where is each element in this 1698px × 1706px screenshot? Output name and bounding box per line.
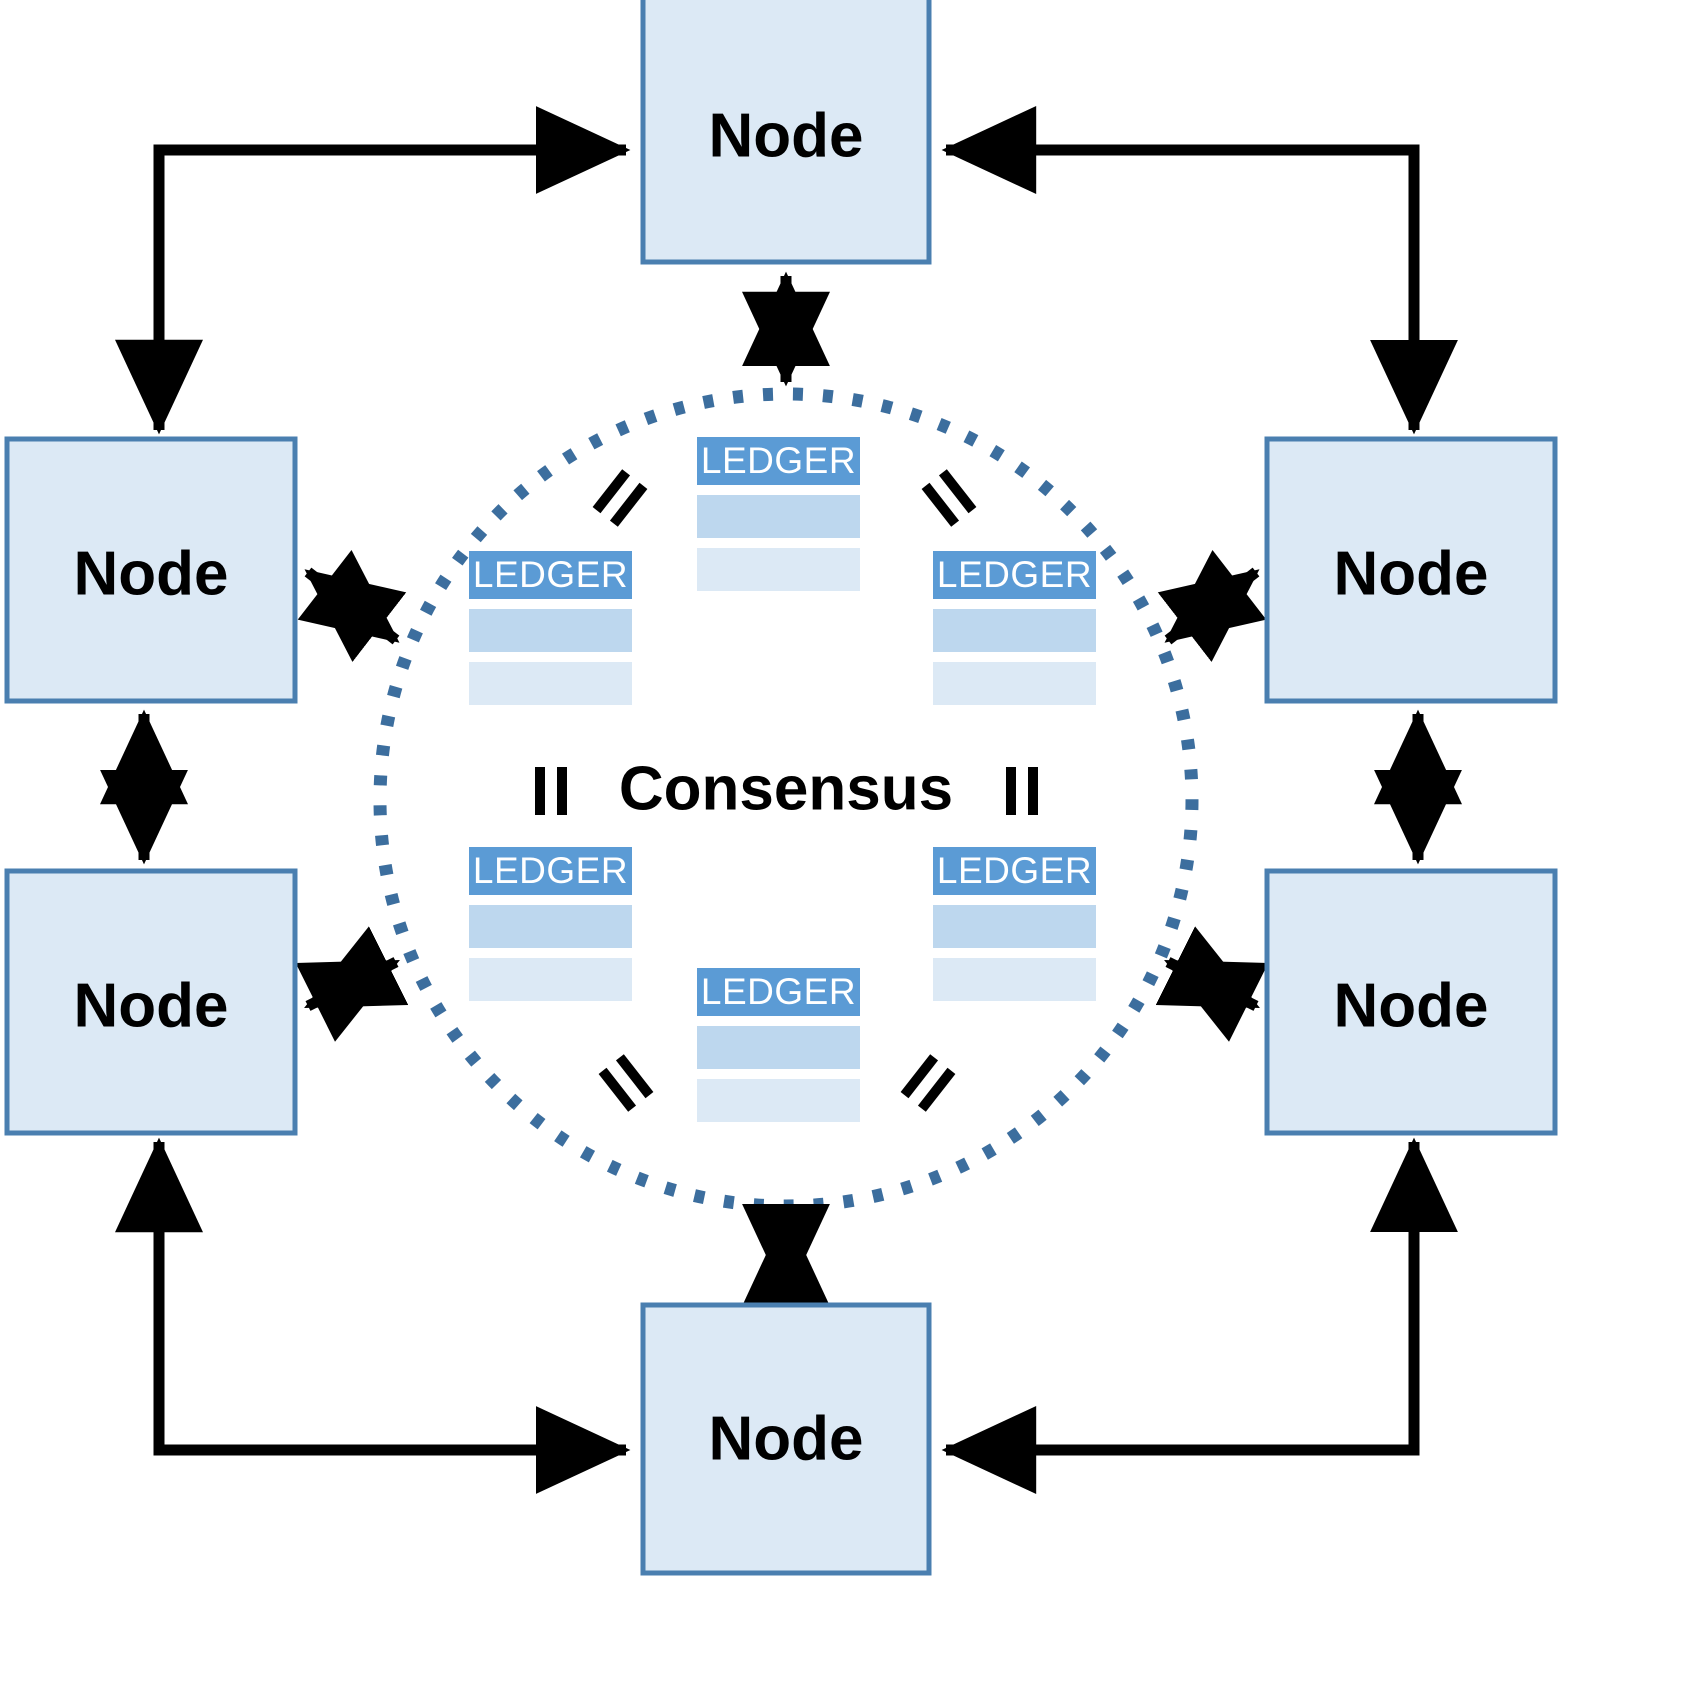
- connector-top-to-left-upper-elbow: [115, 106, 631, 435]
- consensus-label: Consensus: [619, 754, 953, 823]
- ledger-lower-left-row-1: [469, 905, 632, 948]
- equals-mid-right-icon: [1006, 767, 1038, 815]
- node-right-lower[interactable]: Node: [1264, 868, 1558, 1136]
- connector-top-to-right-upper-elbow: [941, 106, 1458, 435]
- ledger-top-header: [697, 437, 860, 485]
- ledger-lower-right-header: [933, 847, 1096, 895]
- connector-center-to-left-upper: [297, 550, 407, 662]
- node-right-upper-label: Node: [1334, 539, 1489, 608]
- ledger-upper-left-label: LEDGER: [473, 554, 628, 595]
- node-right-upper-box[interactable]: [1264, 436, 1558, 704]
- node-left-upper-label: Node: [74, 539, 229, 608]
- ledger-upper-right[interactable]: LEDGER: [933, 551, 1096, 705]
- ledger-lower-left[interactable]: LEDGER: [469, 847, 632, 1001]
- node-bottom-box[interactable]: [640, 1302, 932, 1576]
- node-left-upper[interactable]: Node: [4, 436, 298, 704]
- node-left-upper-box[interactable]: [4, 436, 298, 704]
- ledger-upper-left-row-1: [469, 609, 632, 652]
- ledger-lower-left-header: [469, 847, 632, 895]
- ledger-lower-right-label: LEDGER: [937, 850, 1092, 891]
- ledger-lower-right-row-2: [933, 958, 1096, 1001]
- ledger-upper-right-row-2: [933, 662, 1096, 705]
- ledger-top-row-2: [697, 548, 860, 591]
- ledger-bottom-row-1: [697, 1026, 860, 1069]
- equals-mid-left-icon: [535, 767, 567, 815]
- ledger-upper-left[interactable]: LEDGER: [469, 551, 632, 705]
- ledger-lower-left-label: LEDGER: [473, 850, 628, 891]
- ledger-top[interactable]: LEDGER: [697, 437, 860, 591]
- ledger-upper-left-header: [469, 551, 632, 599]
- node-right-lower-box[interactable]: [1264, 868, 1558, 1136]
- ledger-bottom-row-2: [697, 1079, 860, 1122]
- node-bottom-label: Node: [709, 1404, 864, 1473]
- node-bottom[interactable]: Node: [640, 1302, 932, 1576]
- ledger-lower-right-row-1: [933, 905, 1096, 948]
- ledger-lower-left-row-2: [469, 958, 632, 1001]
- ledger-lower-right[interactable]: LEDGER: [933, 847, 1096, 1001]
- ledger-bottom-label: LEDGER: [701, 971, 856, 1012]
- ledger-top-row-1: [697, 495, 860, 538]
- node-top-box[interactable]: [640, 0, 932, 265]
- connector-bottom-to-right-lower-elbow: [941, 1137, 1459, 1495]
- ledger-bottom-header: [697, 968, 860, 1016]
- node-right-lower-label: Node: [1334, 971, 1489, 1040]
- connector-center-to-right-upper: [1157, 550, 1267, 662]
- node-left-lower-label: Node: [74, 971, 229, 1040]
- node-top[interactable]: Node: [640, 0, 932, 265]
- ledger-bottom[interactable]: LEDGER: [697, 968, 860, 1122]
- equals-top-right-icon: [921, 469, 977, 527]
- node-left-lower-box[interactable]: [4, 868, 298, 1136]
- equals-bottom-right-icon: [900, 1054, 956, 1112]
- ledger-upper-right-row-1: [933, 609, 1096, 652]
- ledger-upper-left-row-2: [469, 662, 632, 705]
- ledger-upper-right-label: LEDGER: [937, 554, 1092, 595]
- connector-bottom-to-left-lower-elbow: [114, 1137, 631, 1495]
- equals-bottom-left-icon: [598, 1054, 654, 1112]
- connector-center-to-left-lower: [295, 926, 409, 1042]
- ledger-upper-right-header: [933, 551, 1096, 599]
- ledger-top-label: LEDGER: [701, 440, 856, 481]
- node-left-lower[interactable]: Node: [4, 868, 298, 1136]
- connector-center-to-right-lower: [1155, 926, 1269, 1042]
- node-top-label: Node: [709, 101, 864, 170]
- equals-top-left-icon: [592, 469, 648, 527]
- node-right-upper[interactable]: Node: [1264, 436, 1558, 704]
